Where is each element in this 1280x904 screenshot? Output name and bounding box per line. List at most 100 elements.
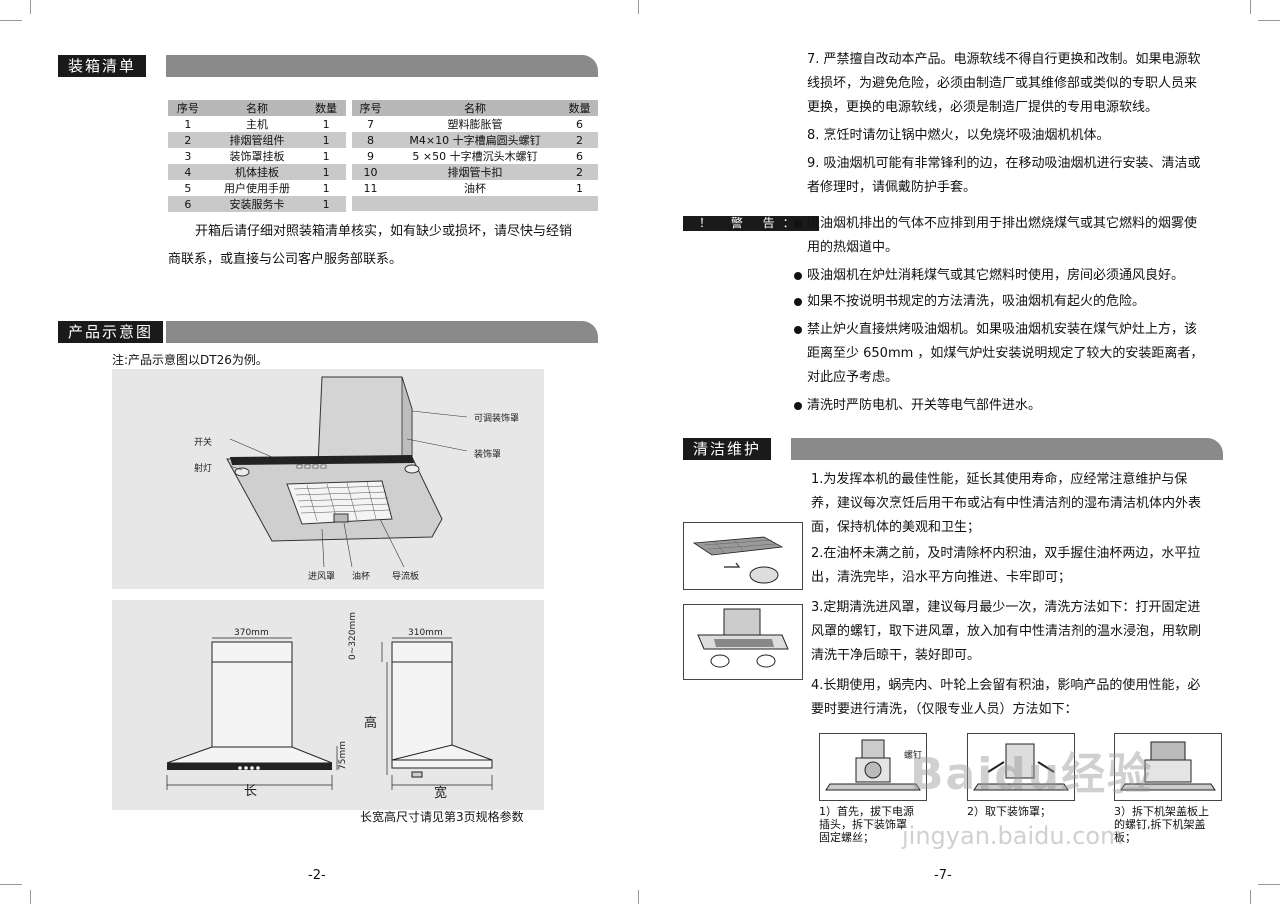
- label-lamp: 射灯: [194, 464, 213, 474]
- col-header: 名称: [389, 100, 561, 116]
- table-cell: 排烟管组件: [207, 132, 307, 148]
- diagram-note: 注:产品示意图以DT26为例。: [112, 353, 268, 367]
- table-cell: 1: [306, 164, 346, 180]
- oil-cup-illustration: [683, 522, 803, 590]
- table-cell: 5 ×50 十字槽沉头木螺钉: [389, 148, 561, 164]
- warning-line: 对此应予考虑。: [807, 370, 899, 385]
- table-cell: 2: [560, 132, 598, 148]
- table-cell: 1: [306, 148, 346, 164]
- table-cell: 1: [560, 180, 598, 196]
- table-cell: 9: [352, 148, 390, 164]
- maintenance-line: 风罩的螺钉，取下进风罩，放入加有中性清洁剂的温水浸泡，用软刷: [811, 624, 1202, 639]
- table-cell: 装饰罩挂板: [207, 148, 307, 164]
- page-number: -2-: [308, 868, 326, 883]
- table-cell: 8: [352, 132, 390, 148]
- col-header: 数量: [306, 100, 346, 116]
- col-header: 序号: [352, 100, 390, 116]
- dim-height: 高: [364, 716, 378, 731]
- step1-caption: 1）首先，拔下电源插头，拆下装饰罩固定螺丝；: [819, 805, 929, 844]
- watermark: Baidu经验: [910, 749, 1154, 800]
- safety-item-line: 者修理时，请佩戴防护手套。: [807, 180, 977, 195]
- table-cell: 6: [560, 116, 598, 132]
- table-cell: 6: [560, 148, 598, 164]
- label-adjustable-cover: 可调装饰罩: [474, 414, 520, 424]
- table-cell: 1: [306, 196, 346, 212]
- section-bar: [791, 438, 1223, 460]
- table-cell: M4×10 十字槽扁圆头螺钉: [389, 132, 561, 148]
- warning-line: 禁止炉火直接烘烤吸油烟机。如果吸油烟机安装在煤气炉灶上方，该: [807, 322, 1198, 337]
- dimension-drawing-panel: 370mm 310mm 0~320mm 75mm 高 长 宽: [112, 600, 544, 810]
- table-cell: 塑料膨胀管: [389, 116, 561, 132]
- right-page: 7. 严禁擅自改动本产品。电源软线不得自行更换和改制。如果电源软线损坏，为避免危…: [640, 0, 1280, 904]
- packing-title: 装箱清单: [58, 55, 147, 77]
- crop-mark: [1250, 0, 1251, 14]
- caption-line: 板；: [1114, 831, 1136, 844]
- col-header: 序号: [168, 100, 208, 116]
- maintenance-line: 养，建议每次烹饪后用干布或沾有中性清洁剂的湿布清洁机体内外表: [811, 496, 1202, 511]
- size-note: 长宽高尺寸请见第3页规格参数: [360, 810, 524, 824]
- packing-section-header: 装箱清单: [58, 55, 598, 77]
- caption-line: 1）首先，拔下电源: [819, 805, 914, 818]
- dim-75: 75mm: [338, 741, 348, 770]
- section-bar: [166, 321, 598, 343]
- table-cell: 4: [168, 164, 208, 180]
- dim-0-320: 0~320mm: [348, 612, 358, 660]
- maintenance-section-header: 清洁维护: [683, 438, 1223, 460]
- bullet-icon: [794, 394, 804, 418]
- crop-mark: [1258, 20, 1280, 21]
- caption-line: 插头，拆下装饰罩: [819, 818, 907, 831]
- diagram-title: 产品示意图: [58, 321, 164, 343]
- maintenance-line: 3.定期清洗进风罩，建议每月最少一次，清洗方法如下：打开固定进: [811, 600, 1201, 615]
- warning-line: 用的热烟道中。: [807, 240, 899, 255]
- product-illustration-panel: 可调装饰罩 装饰罩 开关 射灯 进风罩 油杯 导流板: [112, 369, 544, 589]
- label-switch: 开关: [194, 438, 213, 448]
- table-cell: 1: [306, 180, 346, 196]
- maintenance-line: 4.长期使用，蜗壳内、叶轮上会留有积油，影响产品的使用性能，必: [811, 678, 1201, 693]
- bullet-icon: [794, 318, 804, 342]
- dim-310: 310mm: [408, 628, 443, 638]
- table-cell: 安装服务卡: [207, 196, 307, 212]
- table-cell: 用户使用手册: [207, 180, 307, 196]
- step1-image: 螺钉: [819, 733, 927, 801]
- bullet-icon: [794, 212, 804, 236]
- crop-mark: [0, 884, 22, 885]
- packing-note-line2: 商联系，或直接与公司客户服务部联系。: [168, 252, 403, 267]
- maintenance-line: 要时要进行清洗，（仅限专业人员）方法如下：: [811, 702, 1078, 717]
- step3-caption: 3）拆下机架盖板上的螺钉,拆下机架盖板；: [1114, 805, 1224, 844]
- safety-item-line: 更换，更换的电源软线，必须是制造厂提供的专用电源软线。: [807, 100, 1159, 115]
- table-cell: 6: [168, 196, 208, 212]
- caption-line: 3）拆下机架盖板上: [1114, 805, 1209, 818]
- crop-mark: [30, 0, 31, 14]
- label-oil-cup: 油杯: [352, 572, 371, 582]
- table-cell: 主机: [207, 116, 307, 132]
- section-bar: [166, 55, 598, 77]
- maintenance-line: 面，保持机体的美观和卫生；: [811, 520, 981, 535]
- dim-370: 370mm: [234, 628, 269, 638]
- packing-note-line1: 开箱后请仔细对照装箱清单核实，如有缺少或损坏，请尽快与经销: [195, 224, 573, 239]
- table-cell: 7: [352, 116, 390, 132]
- warning-line: 如果不按说明书规定的方法清洗，吸油烟机有起火的危险。: [807, 294, 1146, 309]
- warning-line: 吸油烟机在炉灶消耗煤气或其它燃料时使用，房间必须通风良好。: [807, 268, 1185, 283]
- table-cell: 3: [168, 148, 208, 164]
- maintenance-line: 1.为发挥本机的最佳性能，延长其使用寿命，应经常注意维护与保: [811, 472, 1188, 487]
- crop-mark: [30, 890, 31, 904]
- maintenance-line: 出，清洗完毕，沿水平方向推进、卡牢即可；: [811, 570, 1072, 585]
- table-cell: 5: [168, 180, 208, 196]
- intake-cleaning-illustration: [683, 604, 803, 680]
- step3-image: [1114, 733, 1222, 801]
- table-cell: 10: [352, 164, 390, 180]
- dimension-drawing: [166, 637, 493, 790]
- safety-item-line: 8. 烹饪时请勿让锅中燃火，以免烧坏吸油烟机机体。: [807, 128, 1110, 143]
- watermark-url: jingyan.baidu.com: [902, 822, 1124, 850]
- caption-line: 2）取下装饰罩；: [967, 805, 1051, 818]
- crop-mark: [0, 20, 22, 21]
